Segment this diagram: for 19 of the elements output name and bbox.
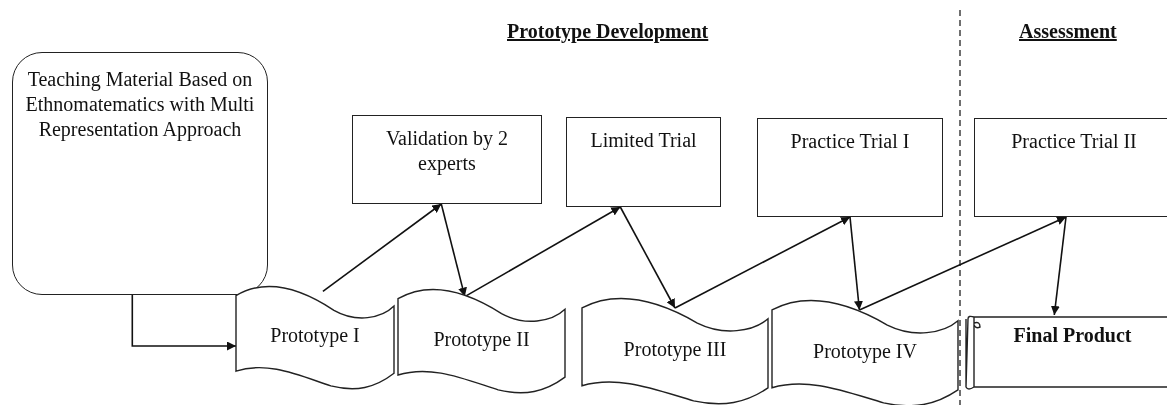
arrow	[674, 216, 851, 309]
rounded-box: Teaching Material Based on Ethnomatematics with Multi Representation Approach	[12, 52, 268, 295]
wave-shape: Prototype II	[398, 286, 565, 392]
process-box: Practice Trial I	[757, 118, 943, 217]
arrow	[131, 294, 237, 351]
process-box: Validation by 2 experts	[352, 115, 542, 204]
arrow	[1050, 216, 1067, 316]
arrow	[858, 216, 1067, 311]
arrow	[322, 203, 443, 293]
wave-shape: Prototype III	[582, 295, 768, 403]
wave-shape: Prototype I	[236, 283, 394, 388]
section-heading: Prototype Development	[507, 20, 709, 43]
section-heading: Assessment	[1019, 20, 1117, 43]
arrow	[849, 216, 863, 311]
arrow	[464, 206, 622, 298]
process-box: Practice Trial II	[974, 118, 1167, 217]
process-box: Limited Trial	[566, 117, 721, 207]
arrow	[619, 206, 676, 309]
wave-shape: Prototype IV	[772, 297, 958, 405]
